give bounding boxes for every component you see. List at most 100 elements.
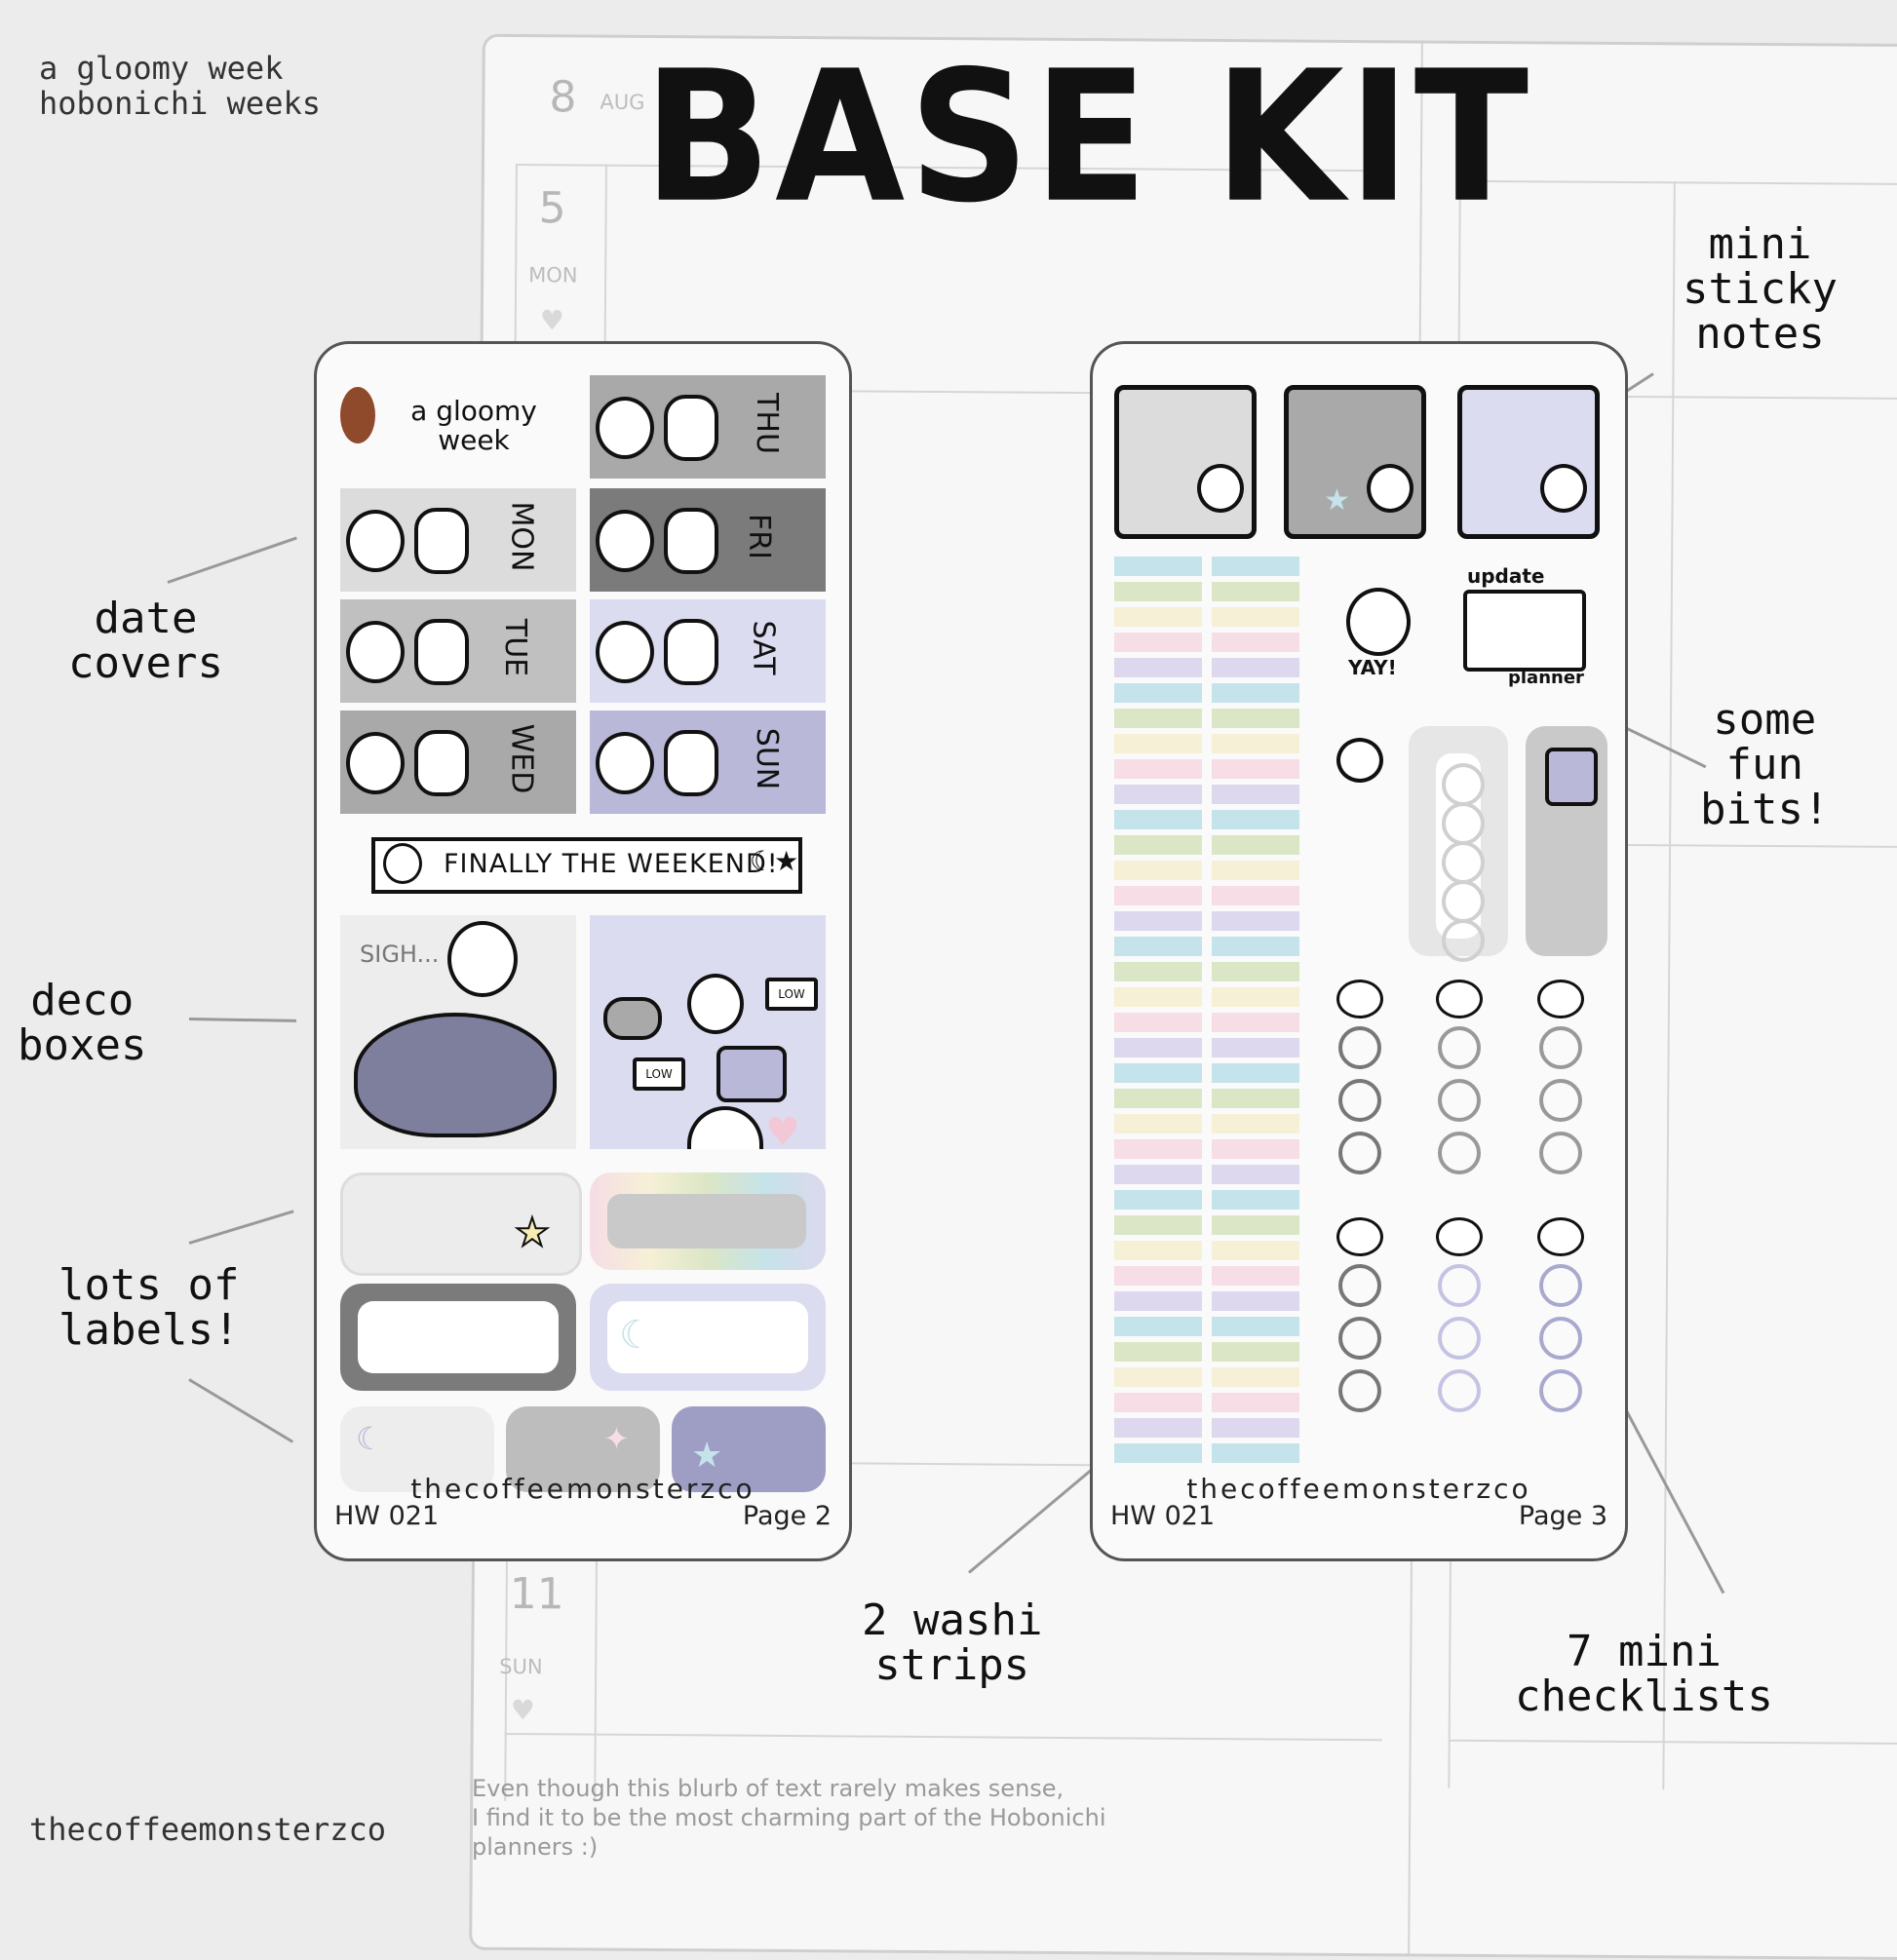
planner-book-icon [1463, 590, 1586, 672]
label-small-moon[interactable]: ☾ [340, 1406, 494, 1492]
checklist-circle[interactable] [1442, 841, 1485, 884]
checklist-circle[interactable] [1338, 1264, 1381, 1307]
speech-bubble-icon [414, 508, 469, 574]
washi-segment [1114, 1393, 1202, 1412]
checklist-circle[interactable] [1438, 1079, 1481, 1122]
deco-box-sigh[interactable]: SIGH... [340, 915, 576, 1149]
washi-segment [1212, 1089, 1299, 1108]
checklist-circle[interactable] [1539, 1132, 1582, 1174]
checklist-circle[interactable] [1338, 1026, 1381, 1069]
checklist-circle[interactable] [1438, 1317, 1481, 1360]
sticky-note-light-gray[interactable] [1114, 385, 1257, 539]
washi-segment [1114, 1165, 1202, 1184]
face-icon [346, 621, 405, 683]
day-label: FRI [741, 514, 776, 559]
moon-icon: ☾ [356, 1420, 384, 1457]
washi-segment [1212, 1165, 1299, 1184]
sheet-page-number: Page 2 [742, 1501, 832, 1531]
sticker-sheet-page-3: ★ YAY! update planner thecoffeemonsterzc… [1090, 341, 1628, 1561]
face-icon [1540, 464, 1587, 513]
label-small-gray[interactable]: ✦ [506, 1406, 660, 1492]
battery-low-icon: LOW [633, 1057, 685, 1091]
sticky-note-dark-gray[interactable]: ★ [1284, 385, 1426, 539]
washi-segment [1114, 759, 1202, 779]
washi-segment [1212, 683, 1299, 703]
washi-segment [1114, 683, 1202, 703]
washi-segment [1212, 1038, 1299, 1057]
checklist-circle[interactable] [1338, 1369, 1381, 1412]
day-label: SAT [746, 620, 781, 675]
day-label: SUN [750, 727, 785, 790]
face-icon [1367, 464, 1413, 513]
label-rainbow[interactable] [590, 1172, 826, 1270]
heart-icon: ♥ [539, 304, 565, 337]
checklist-circle[interactable] [1539, 1369, 1582, 1412]
washi-segment [1114, 633, 1202, 652]
washi-segment [1212, 734, 1299, 753]
date-cover-sat[interactable]: SAT [590, 599, 826, 703]
weekend-banner[interactable]: FINALLY THE WEEKEND! ☾★ [371, 837, 802, 894]
speech-bubble-icon [664, 508, 718, 574]
washi-segment [1114, 810, 1202, 829]
checklist-circle[interactable] [1438, 1132, 1481, 1174]
washi-segment [1212, 886, 1299, 905]
planner-month-number: 8 [549, 72, 577, 123]
washi-segment [1212, 1114, 1299, 1134]
yay-face-icon [1346, 588, 1411, 656]
deco-box-pattern[interactable]: LOW LOW ♥ [590, 915, 826, 1155]
washi-segment [1212, 709, 1299, 728]
checklist-circle[interactable] [1442, 919, 1485, 962]
face-icon [596, 397, 654, 459]
checklist-circle[interactable] [1438, 1026, 1481, 1069]
checklist-circle[interactable] [1338, 1079, 1381, 1122]
sparkle-icon: ✦ [603, 1420, 630, 1457]
leader-line [167, 536, 297, 584]
tissue-tab-gray[interactable] [1526, 726, 1607, 956]
checklist-circle[interactable] [1338, 1132, 1381, 1174]
battery-low-icon: LOW [765, 978, 818, 1011]
face-icon [1197, 464, 1244, 513]
date-cover-wed[interactable]: WED [340, 711, 576, 814]
checklist-circle[interactable] [1539, 1026, 1582, 1069]
label-polka-dot[interactable] [340, 1284, 576, 1391]
washi-segment [1114, 861, 1202, 880]
planner-day-number: 5 [538, 183, 566, 234]
washi-segment [1114, 785, 1202, 804]
date-cover-fri[interactable]: FRI [590, 488, 826, 592]
checklist-circle[interactable] [1438, 1264, 1481, 1307]
checklist-circle[interactable] [1539, 1079, 1582, 1122]
checklist-circle[interactable] [1442, 802, 1485, 845]
washi-segment [1114, 1266, 1202, 1286]
speech-bubble-icon [664, 395, 718, 461]
washi-segment [1212, 962, 1299, 981]
washi-segment [1212, 658, 1299, 677]
date-cover-mon[interactable]: MON [340, 488, 576, 592]
date-cover-sun[interactable]: SUN [590, 711, 826, 814]
washi-segment [1114, 607, 1202, 627]
annotation-mini-checklists: 7 mini checklists [1515, 1627, 1773, 1721]
annotation-some-fun-bits: some fun bits! [1700, 695, 1830, 834]
washi-segment [1114, 886, 1202, 905]
checklist-circle[interactable] [1442, 763, 1485, 806]
yay-text: YAY! [1348, 656, 1397, 679]
checklist-circle[interactable] [1539, 1317, 1582, 1360]
date-cover-thu[interactable]: THU [590, 375, 826, 479]
sticky-note-lavender[interactable] [1457, 385, 1600, 539]
label-small-lavender[interactable]: ★ [672, 1406, 826, 1492]
checklist-circle[interactable] [1338, 1317, 1381, 1360]
planner-day-number: 11 [509, 1569, 564, 1620]
washi-segment [1114, 1317, 1202, 1336]
checklist-circle[interactable] [1442, 880, 1485, 923]
washi-segment [1114, 1443, 1202, 1463]
heart-icon: ♥ [510, 1694, 536, 1727]
face-icon [383, 843, 422, 884]
label-moon[interactable]: ☾ [590, 1284, 826, 1391]
date-cover-tue[interactable]: TUE [340, 599, 576, 703]
label-plain-gray[interactable]: ★ [340, 1172, 582, 1276]
washi-segment [1114, 734, 1202, 753]
checklist-circle[interactable] [1539, 1264, 1582, 1307]
washi-segment [1212, 1291, 1299, 1311]
checklist-circle[interactable] [1438, 1369, 1481, 1412]
face-icon [1537, 980, 1584, 1018]
